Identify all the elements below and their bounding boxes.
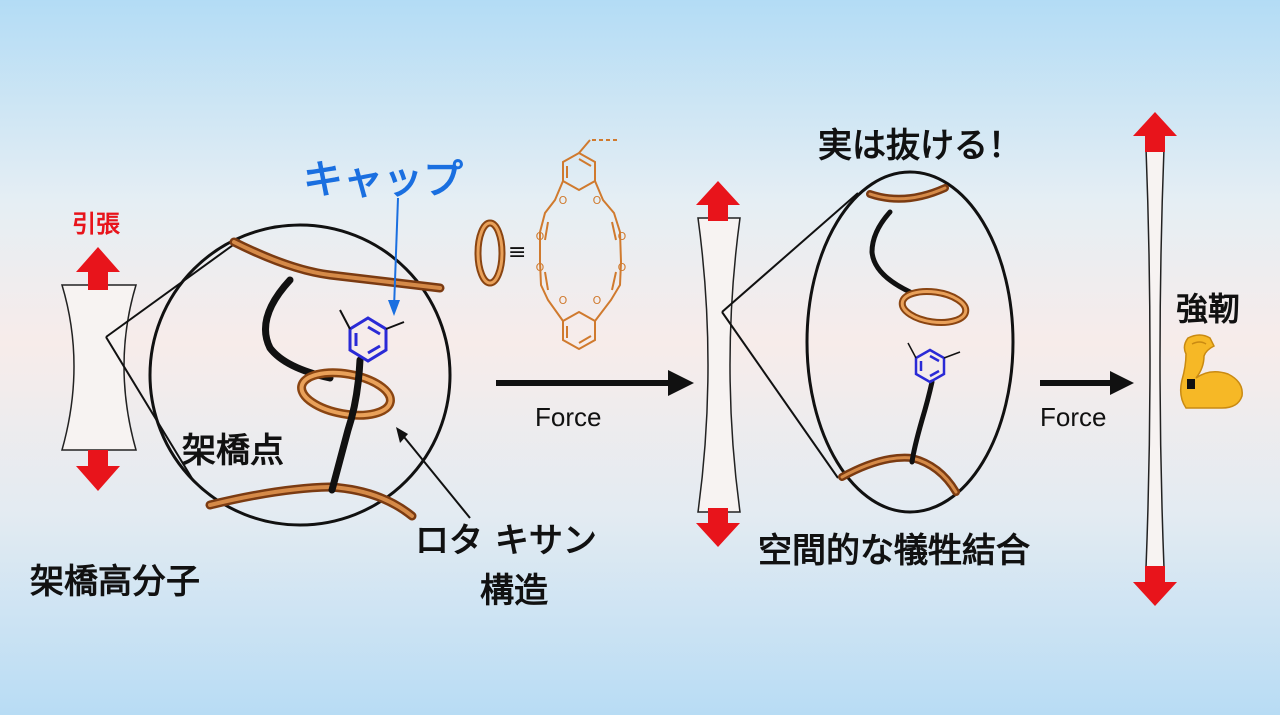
crown-ether-structure bbox=[539, 139, 623, 351]
zoom-ellipse-right bbox=[805, 170, 1015, 514]
specimen-left bbox=[60, 284, 138, 451]
equiv-symbol: ≡ bbox=[508, 240, 527, 265]
rotaxane-label-line2: 構造 bbox=[480, 571, 548, 611]
svg-text:O: O bbox=[536, 230, 545, 243]
zoom-line-mid-top bbox=[721, 192, 859, 313]
svg-text:O: O bbox=[593, 194, 602, 207]
crosslinked-polymer-label: 架橋高分子 bbox=[30, 562, 200, 602]
right-arrow-down bbox=[1133, 566, 1177, 606]
axle-chain-right-upper bbox=[869, 209, 913, 295]
rotaxane-label-line1: ロタ キサン bbox=[415, 521, 597, 561]
benzene-cap-right bbox=[907, 342, 961, 384]
zoom-line-top bbox=[105, 239, 241, 338]
force-arrow-2 bbox=[1040, 371, 1134, 395]
svg-text:O: O bbox=[618, 230, 627, 243]
axle-chain-upper bbox=[262, 276, 334, 382]
right-arrow-up bbox=[1133, 112, 1177, 152]
svg-text:O: O bbox=[593, 294, 602, 307]
zoom-line-bottom bbox=[105, 336, 194, 481]
cap-label: キャップ bbox=[303, 157, 463, 203]
force-arrow-1 bbox=[496, 370, 694, 396]
axle-chain-lower bbox=[328, 356, 364, 494]
sacrificial-bond-label: 空間的な犠牲結合 bbox=[758, 531, 1030, 571]
middle-arrow-down bbox=[696, 508, 740, 547]
zoom-circle-left bbox=[148, 223, 452, 527]
force-label-1: Force bbox=[535, 402, 602, 432]
crosslink-point-label: 架橋点 bbox=[182, 431, 284, 471]
specimen-middle bbox=[697, 217, 741, 513]
middle-arrow-up bbox=[696, 181, 740, 221]
force-label-2: Force bbox=[1040, 402, 1107, 432]
benzene-cap bbox=[339, 309, 405, 363]
polymer-chain-top bbox=[229, 237, 445, 293]
crown-ether-oxygens: O O O O O O O O bbox=[536, 194, 627, 307]
polymer-chain-right-bottom bbox=[838, 453, 960, 496]
specimen-right bbox=[1145, 147, 1165, 569]
cap-pointer-arrow bbox=[388, 197, 400, 316]
axle-chain-right-lower bbox=[909, 379, 935, 465]
rotaxane-pointer-arrow bbox=[396, 427, 471, 519]
tough-label: 強靭 bbox=[1176, 290, 1241, 328]
stretch-arrow-up bbox=[76, 247, 120, 290]
svg-text:O: O bbox=[559, 294, 568, 307]
flexed-biceps-icon bbox=[1179, 334, 1243, 409]
stretch-arrow-down bbox=[76, 450, 120, 491]
svg-text:O: O bbox=[618, 261, 627, 274]
zoom-line-mid-bottom bbox=[721, 311, 839, 479]
svg-text:O: O bbox=[559, 194, 568, 207]
actually-slips-label: 実は抜ける！ bbox=[818, 126, 1022, 166]
stretch-label: 引張 bbox=[72, 210, 120, 238]
svg-text:O: O bbox=[536, 261, 545, 274]
